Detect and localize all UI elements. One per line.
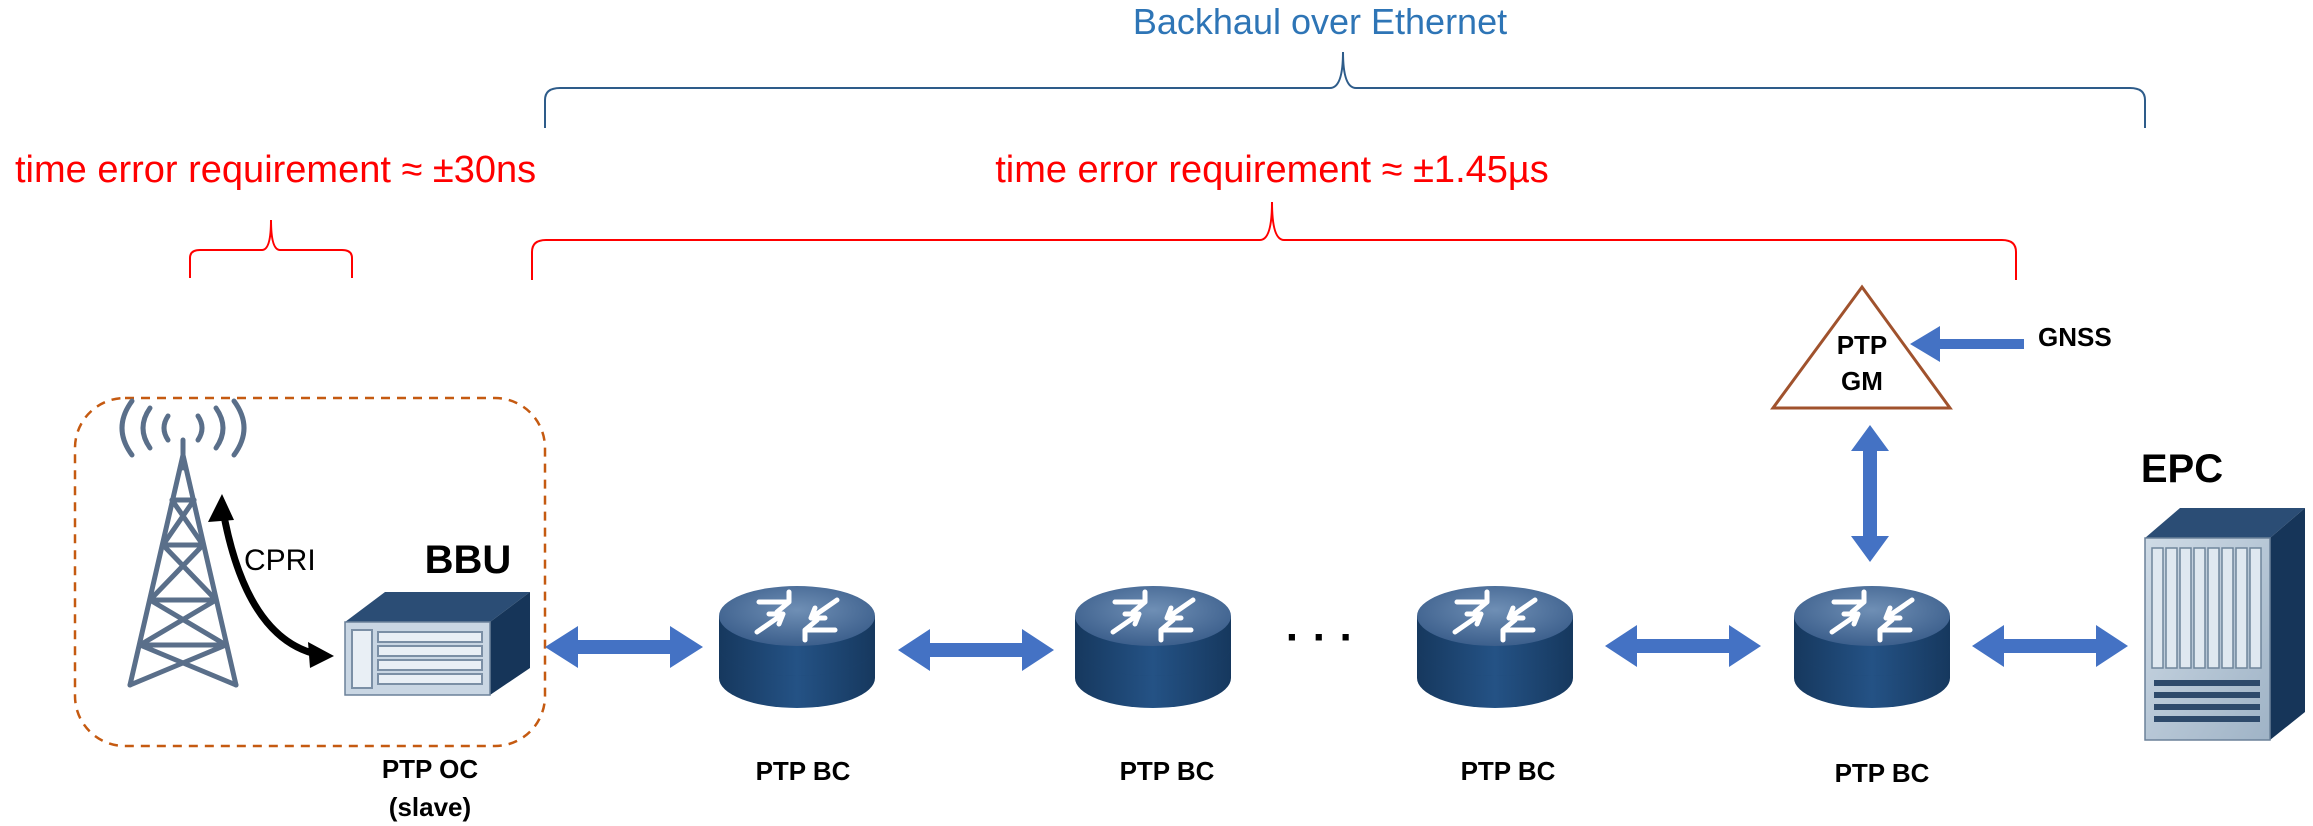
time-error-left-brace — [189, 219, 353, 278]
epc-label: EPC — [2141, 447, 2223, 491]
radio-site-box — [73, 396, 547, 748]
backhaul-brace — [544, 51, 2146, 128]
double-arrow-icon — [545, 626, 703, 668]
link-arrows — [545, 326, 2128, 671]
time-error-right-label: time error requirement ≈ ±1.45µs — [995, 149, 1549, 191]
gm-label-line2: GM — [1841, 366, 1883, 396]
router-icon — [1417, 586, 1573, 708]
ptp-bc-label: PTP BC — [756, 756, 851, 786]
ptp-bc-label: PTP BC — [1835, 758, 1930, 788]
ptp-bc-label: PTP BC — [1120, 756, 1215, 786]
ptp-oc-label-line1: PTP OC — [382, 754, 479, 784]
router-icon — [1075, 586, 1231, 708]
gnss-arrow-icon — [1910, 326, 2024, 362]
cpri-label: CPRI — [244, 544, 316, 577]
grandmaster-triangle-icon — [1770, 284, 1953, 410]
double-arrow-icon — [1851, 425, 1889, 562]
ellipsis: · · · — [1286, 613, 1354, 662]
server-rack-icon — [2144, 508, 2305, 741]
cpri-arrow — [218, 501, 324, 659]
double-arrow-icon — [898, 629, 1054, 671]
cpri-arrowhead-bottom — [308, 642, 334, 668]
bbu-chassis-icon — [344, 592, 530, 696]
backhaul-label: Backhaul over Ethernet — [1133, 1, 1507, 42]
bbu-label: BBU — [425, 538, 512, 582]
gm-label-line1: PTP — [1837, 330, 1888, 360]
ptp-bc-label: PTP BC — [1461, 756, 1556, 786]
time-error-right-brace — [531, 201, 2017, 280]
ptp-oc-label-line2: (slave) — [389, 792, 471, 822]
double-arrow-icon — [1605, 625, 1761, 667]
router-icon — [719, 586, 875, 708]
router-icon — [1794, 586, 1950, 708]
cpri-arrowhead-top — [208, 494, 234, 522]
gnss-label: GNSS — [2038, 322, 2112, 352]
double-arrow-icon — [1972, 625, 2128, 667]
cell-tower-icon — [119, 398, 247, 688]
time-error-left-label: time error requirement ≈ ±30ns — [15, 149, 536, 191]
